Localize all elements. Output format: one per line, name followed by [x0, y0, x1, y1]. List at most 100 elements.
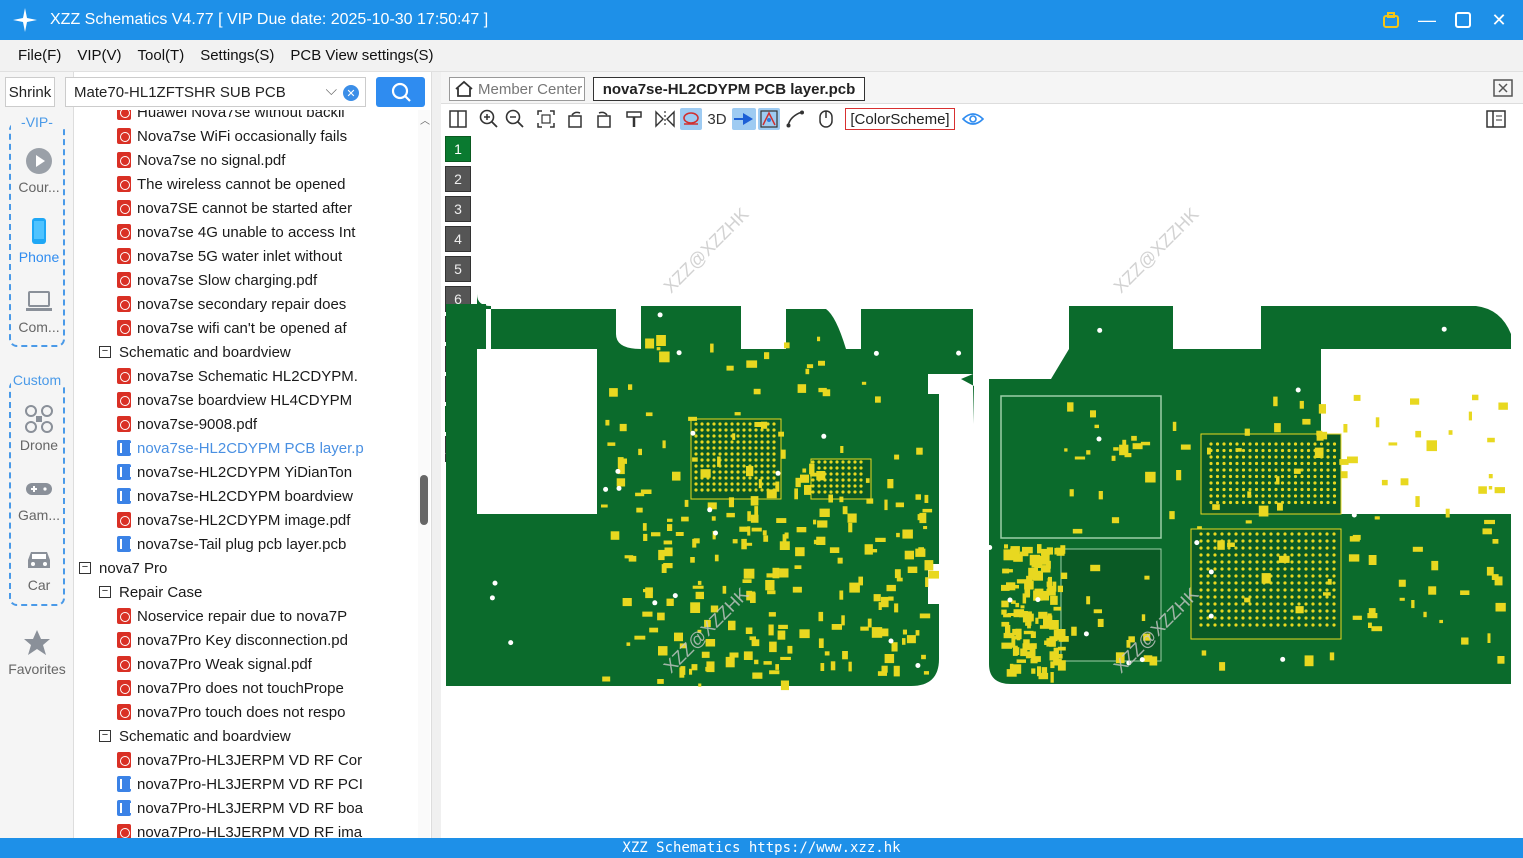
- minimize-button[interactable]: —: [1418, 9, 1436, 30]
- menu-file[interactable]: File(F): [18, 47, 62, 64]
- sidebar-item-computer[interactable]: Com...: [11, 286, 67, 335]
- sidebar-item-drone[interactable]: Drone: [11, 404, 67, 453]
- pcb-canvas[interactable]: 12345678910ALL XZZ@XZZHKXZZ@XZZHKXZZ@XZZ…: [441, 134, 1523, 838]
- pin-select-icon[interactable]: [732, 108, 756, 130]
- tree-file[interactable]: nova7se-Tail plug pcb layer.pcb: [117, 532, 346, 556]
- layer-button-1[interactable]: 1: [445, 136, 471, 162]
- tree-file[interactable]: nova7se wifi can't be opened af: [117, 316, 347, 340]
- color-scheme-button[interactable]: [ColorScheme]: [845, 108, 955, 130]
- menu-settings[interactable]: Settings(S): [200, 47, 275, 64]
- tree-file[interactable]: Nova7se WiFi occasionally fails: [117, 124, 347, 148]
- sidebar-item-car[interactable]: Car: [11, 544, 67, 593]
- scroll-up-icon[interactable]: ︿: [420, 116, 430, 127]
- tree-file[interactable]: nova7se-HL2CDYPM PCB layer.p: [117, 436, 364, 460]
- tree-file[interactable]: nova7se 4G unable to access Int: [117, 220, 355, 244]
- pcb-pad: [705, 639, 716, 647]
- net-highlight-icon[interactable]: [758, 108, 780, 130]
- tree-folder[interactable]: −Repair Case: [99, 580, 202, 604]
- tree-file[interactable]: nova7se 5G water inlet without: [117, 244, 342, 268]
- bga-ball: [1332, 481, 1337, 485]
- pcb-pad: [729, 652, 739, 658]
- menu-tool[interactable]: Tool(T): [137, 47, 185, 64]
- tree-file[interactable]: nova7SE cannot be started after: [117, 196, 352, 220]
- tree-folder[interactable]: −Schematic and boardview: [99, 724, 291, 748]
- pcb-pad: [610, 531, 620, 540]
- tree-folder[interactable]: −Schematic and boardview: [99, 340, 291, 364]
- mirror-icon[interactable]: [654, 108, 676, 130]
- tree-file[interactable]: nova7Pro Key disconnection.pd: [117, 628, 348, 652]
- bga-ball: [1306, 494, 1311, 498]
- bga-ball: [1199, 567, 1203, 571]
- tree-file[interactable]: nova7se secondary repair does: [117, 292, 346, 316]
- bga-ball: [1287, 455, 1291, 459]
- panel-splitter[interactable]: [431, 72, 441, 838]
- chevron-down-icon[interactable]: ⌵: [325, 82, 337, 99]
- sidebar-item-courses[interactable]: Cour...: [11, 146, 67, 195]
- flip-board-icon[interactable]: [680, 108, 702, 130]
- tree-file[interactable]: nova7se Schematic HL2CDYPM.: [117, 364, 358, 388]
- bga-ball: [1311, 581, 1315, 585]
- close-tabs-icon[interactable]: [1493, 79, 1513, 101]
- scrollbar-thumb[interactable]: [420, 475, 428, 525]
- bga-ball: [1318, 616, 1322, 620]
- tree-file[interactable]: nova7Pro-HL3JERPM VD RF boa: [117, 796, 363, 820]
- tree-file[interactable]: Nova7se no signal.pdf: [117, 148, 285, 172]
- zoom-in-icon[interactable]: [478, 108, 500, 130]
- bga-ball: [1326, 500, 1330, 505]
- tree-file[interactable]: nova7se boardview HL4CDYPM: [117, 388, 352, 412]
- tree-file[interactable]: nova7Pro-HL3JERPM VD RF Cor: [117, 748, 362, 772]
- pcb-pad: [1131, 435, 1137, 441]
- pcb-pad: [762, 530, 767, 536]
- menu-vip[interactable]: VIP(V): [77, 47, 122, 64]
- 3d-view-button[interactable]: 3D: [707, 110, 727, 128]
- tree-file[interactable]: Huawei Nova7se without backli: [117, 110, 345, 124]
- vip-bag-icon[interactable]: [1379, 8, 1403, 32]
- tree-file[interactable]: nova7se-HL2CDYPM image.pdf: [117, 508, 350, 532]
- tree-file[interactable]: nova7Pro touch does not respo: [117, 700, 345, 724]
- layer-button-3[interactable]: 3: [445, 196, 471, 222]
- collapse-icon[interactable]: −: [79, 562, 91, 574]
- search-input[interactable]: Mate70-HL1ZFTSHR SUB PCB ⌵ ✕: [65, 77, 366, 107]
- eye-icon[interactable]: [962, 108, 984, 130]
- close-button[interactable]: ✕: [1491, 9, 1507, 30]
- sidebar-item-favorites[interactable]: Favorites: [7, 628, 67, 677]
- side-panel-icon[interactable]: [1485, 108, 1507, 130]
- collapse-icon[interactable]: −: [99, 346, 111, 358]
- paint-brush-icon[interactable]: [623, 108, 645, 130]
- maximize-button[interactable]: [1451, 8, 1475, 32]
- tree-file[interactable]: nova7se-HL2CDYPM YiDianTon: [117, 460, 352, 484]
- clear-icon[interactable]: ✕: [343, 85, 359, 101]
- split-view-icon[interactable]: [447, 108, 469, 130]
- mouse-icon[interactable]: [815, 108, 837, 130]
- trace-icon[interactable]: [784, 108, 806, 130]
- collapse-icon[interactable]: −: [99, 586, 111, 598]
- search-button[interactable]: [376, 77, 425, 107]
- layer-button-4[interactable]: 4: [445, 226, 471, 252]
- tab-active-document[interactable]: nova7se-HL2CDYPM PCB layer.pcb: [593, 77, 865, 101]
- tree-file[interactable]: nova7Pro does not touchPrope: [117, 676, 344, 700]
- layer-button-2[interactable]: 2: [445, 166, 471, 192]
- rotate-left-icon[interactable]: [565, 108, 587, 130]
- menu-pcb-view-settings[interactable]: PCB View settings(S): [290, 47, 434, 64]
- fit-view-icon[interactable]: [535, 108, 557, 130]
- tree-file[interactable]: nova7Pro-HL3JERPM VD RF PCI: [117, 772, 363, 796]
- zoom-out-icon[interactable]: [504, 108, 526, 130]
- sidebar-item-phone[interactable]: Phone: [11, 216, 67, 265]
- tree-file[interactable]: nova7se-9008.pdf: [117, 412, 257, 436]
- tree-file[interactable]: nova7se-HL2CDYPM boardview: [117, 484, 353, 508]
- tree-folder[interactable]: −nova7 Pro: [79, 556, 167, 580]
- tree-file[interactable]: The wireless cannot be opened: [117, 172, 345, 196]
- layer-button-5[interactable]: 5: [445, 256, 471, 282]
- tree-file[interactable]: nova7Pro Weak signal.pdf: [117, 652, 312, 676]
- rotate-right-icon[interactable]: [592, 108, 614, 130]
- shrink-button[interactable]: Shrink: [5, 77, 55, 107]
- sidebar-item-game[interactable]: Gam...: [11, 474, 67, 523]
- tree-file[interactable]: nova7se Slow charging.pdf: [117, 268, 317, 292]
- tree-scrollbar[interactable]: ︿: [418, 110, 430, 838]
- bga-ball: [712, 464, 716, 468]
- tree-file[interactable]: nova7Pro-HL3JERPM VD RF ima: [117, 820, 362, 838]
- tree-file[interactable]: Noservice repair due to nova7P: [117, 604, 347, 628]
- collapse-icon[interactable]: −: [99, 730, 111, 742]
- tab-member-center[interactable]: Member Center: [449, 77, 585, 101]
